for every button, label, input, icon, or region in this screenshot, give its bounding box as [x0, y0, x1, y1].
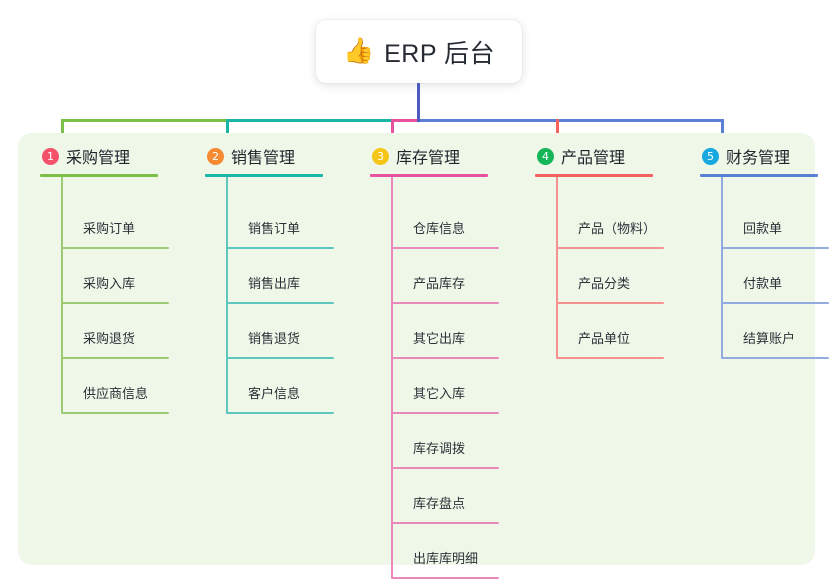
branch-spine	[556, 177, 558, 358]
leaf-label: 产品分类	[578, 276, 631, 291]
branch-number-badge: 5	[702, 147, 719, 165]
leaf-underline	[556, 247, 664, 249]
connector-root-trunk	[417, 83, 420, 122]
branch-title: 销售管理	[231, 150, 296, 167]
leaf-underline	[556, 302, 664, 304]
branch-title: 采购管理	[66, 150, 131, 167]
leaf-label: 销售订单	[248, 221, 301, 236]
branch-header-3[interactable]: 3 库存管理	[360, 143, 460, 169]
leaf-underline	[556, 357, 664, 359]
leaf-label: 产品库存	[413, 276, 466, 291]
leaf-underline	[391, 302, 499, 304]
leaf-underline	[391, 357, 499, 359]
leaf-label: 回款单	[743, 221, 783, 236]
thumbs-up-icon: 👍	[342, 37, 375, 65]
leaf-label: 库存调拨	[413, 441, 466, 456]
branch-spine	[226, 177, 228, 413]
branch-column: 3 库存管理仓库信息产品库存其它出库其它入库库存调拨库存盘点出库库明细	[360, 143, 499, 579]
leaf-label: 其它出库	[413, 331, 466, 346]
connector-bar-blue	[417, 119, 724, 122]
leaf-label: 供应商信息	[83, 386, 149, 401]
leaf-underline	[226, 412, 334, 414]
leaf-underline	[391, 522, 499, 524]
branch-number-badge: 1	[42, 147, 59, 165]
connector-bar-pink	[391, 119, 420, 122]
connector-drop-5	[721, 119, 724, 141]
connector-bar-green	[61, 119, 229, 122]
leaf-underline	[721, 357, 829, 359]
leaf-label: 产品（物料）	[578, 221, 657, 236]
branch-header-4[interactable]: 4 产品管理	[525, 143, 625, 169]
branch-underline	[535, 174, 653, 177]
branch-spine	[391, 177, 393, 578]
leaf-label: 其它入库	[413, 386, 466, 401]
leaf-label: 采购退货	[83, 331, 136, 346]
leaf-label: 出库库明细	[413, 551, 479, 566]
leaf-underline	[391, 467, 499, 469]
branch-column: 4 产品管理产品（物料） 产品分类产品单位	[525, 143, 664, 359]
branch-underline	[370, 174, 488, 177]
branch-underline	[40, 174, 158, 177]
leaf-label: 结算账户	[743, 331, 796, 346]
branch-underline	[700, 174, 818, 177]
leaf-label: 仓库信息	[413, 221, 466, 236]
branch-column: 1 采购管理采购订单采购入库采购退货供应商信息	[30, 143, 169, 414]
leaf-underline	[721, 247, 829, 249]
branch-title: 库存管理	[396, 150, 461, 167]
branch-number-badge: 4	[537, 147, 554, 165]
leaf-underline	[61, 247, 169, 249]
leaf-underline	[226, 302, 334, 304]
leaf-underline	[391, 577, 499, 579]
root-title: ERP 后台	[384, 39, 496, 68]
branch-title: 产品管理	[561, 150, 626, 167]
leaf-underline	[391, 247, 499, 249]
connector-drop-2	[226, 119, 229, 141]
leaf-label: 库存盘点	[413, 496, 466, 511]
branch-header-5[interactable]: 5 财务管理	[690, 143, 790, 169]
branch-header-2[interactable]: 2 销售管理	[195, 143, 295, 169]
leaf-label: 采购入库	[83, 276, 136, 291]
leaf-label: 销售退货	[248, 331, 301, 346]
branch-title: 财务管理	[726, 150, 791, 167]
branch-number-badge: 2	[207, 147, 224, 165]
connector-drop-4	[556, 119, 559, 141]
leaf-label: 产品单位	[578, 331, 631, 346]
branch-spine	[61, 177, 63, 413]
branch-spine	[721, 177, 723, 358]
leaf-label: 客户信息	[248, 386, 301, 401]
connector-drop-1	[61, 119, 64, 141]
branch-header-1[interactable]: 1 采购管理	[30, 143, 130, 169]
leaf-label: 销售出库	[248, 276, 301, 291]
branch-column: 5 财务管理回款单付款单结算账户	[690, 143, 829, 359]
leaf-label: 付款单	[743, 276, 783, 291]
connector-bar-teal	[226, 119, 394, 122]
branch-column: 2 销售管理销售订单销售出库销售退货客户信息	[195, 143, 334, 414]
leaf-underline	[391, 412, 499, 414]
connector-drop-3	[391, 119, 394, 141]
leaf-label: 采购订单	[83, 221, 136, 236]
leaf-underline	[226, 247, 334, 249]
leaf-underline	[226, 357, 334, 359]
leaf-underline	[61, 412, 169, 414]
leaf-underline	[61, 357, 169, 359]
leaf-underline	[61, 302, 169, 304]
leaf-underline	[721, 302, 829, 304]
branch-panel	[18, 133, 815, 565]
root-node[interactable]: 👍 ERP 后台	[316, 20, 522, 83]
branch-underline	[205, 174, 323, 177]
branch-number-badge: 3	[372, 147, 389, 165]
